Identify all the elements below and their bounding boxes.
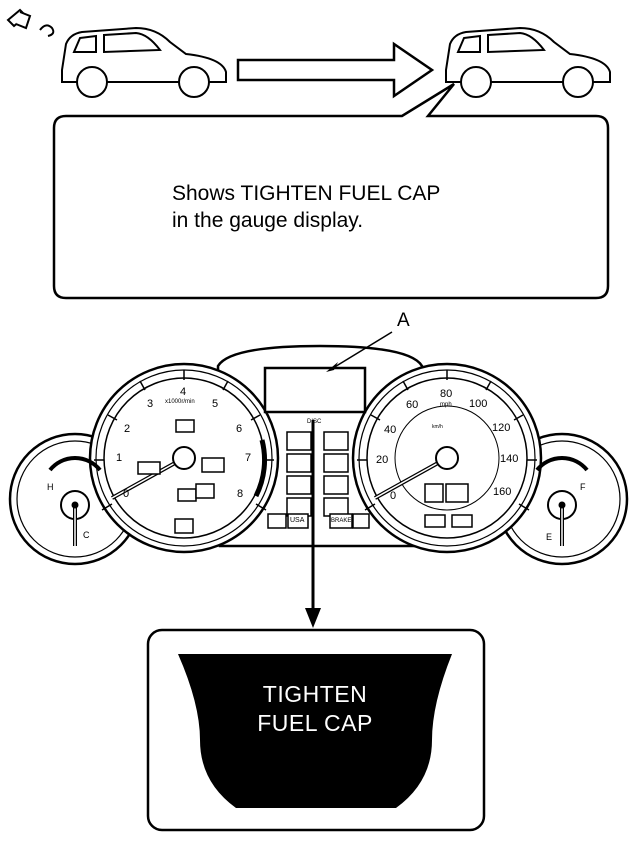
tachometer-redzone (253, 439, 268, 498)
usa-label: USA (290, 517, 305, 524)
tach-label-0: 0 (123, 488, 130, 500)
pointer-arrowhead (326, 362, 338, 372)
brake-label: BRAKE (331, 518, 352, 524)
callout-message: Shows TIGHTEN FUEL CAP in the gauge disp… (172, 180, 440, 234)
disc-label: DISC (307, 419, 322, 425)
tach-unit: x1000r/min (165, 399, 195, 405)
speed-label-140: 140 (500, 453, 519, 465)
speed-kmh-unit: km/h (432, 424, 443, 430)
tach-label-5: 5 (212, 398, 219, 410)
speed-label-0: 0 (390, 490, 397, 502)
speed-unit: mph (440, 402, 452, 408)
fuel-full-label: F (580, 482, 586, 492)
temp-low-label: C (83, 530, 90, 540)
tachometer-needle (111, 446, 196, 500)
instrument-cluster (8, 344, 629, 566)
tach-label-4: 4 (180, 386, 187, 398)
display-screen (178, 654, 452, 808)
temp-high-label: H (47, 482, 54, 492)
display-line-2: FUEL CAP (257, 710, 373, 736)
display-message: TIGHTEN FUEL CAP (180, 680, 450, 738)
fuel-gauge (535, 456, 589, 546)
speed-label-60: 60 (406, 399, 419, 411)
fuel-empty-label: E (546, 532, 553, 542)
speedometer-inner-ring (394, 405, 500, 511)
car-after-icon (445, 26, 611, 98)
tach-label-6: 6 (236, 423, 243, 435)
callout-line-1: Shows TIGHTEN FUEL CAP (172, 182, 441, 205)
speed-label-160: 160 (493, 486, 512, 498)
speed-label-100: 100 (469, 398, 488, 410)
direction-arrow (236, 41, 435, 99)
tach-label-1: 1 (116, 452, 123, 464)
fuel-cap-icon (6, 8, 55, 37)
tach-label-3: 3 (147, 398, 154, 410)
pointer-label: A (397, 310, 410, 331)
speed-label-20: 20 (376, 454, 389, 466)
callout-line-2: in the gauge display. (172, 209, 364, 232)
temperature-gauge (48, 456, 102, 546)
callout-bubble (52, 82, 610, 300)
speed-label-40: 40 (384, 424, 397, 436)
tach-label-7: 7 (245, 452, 252, 464)
speedometer-needle (374, 446, 459, 500)
tach-label-2: 2 (124, 423, 131, 435)
speedometer-ticks (357, 370, 537, 511)
pointer-leader-line (332, 331, 393, 369)
speed-label-80: 80 (440, 388, 453, 400)
indicator-panel (137, 419, 473, 534)
display-arrowhead (305, 608, 321, 628)
display-line-1: TIGHTEN (262, 681, 368, 707)
tach-label-8: 8 (237, 488, 244, 500)
speed-label-120: 120 (492, 422, 511, 434)
car-before-icon (61, 26, 227, 98)
